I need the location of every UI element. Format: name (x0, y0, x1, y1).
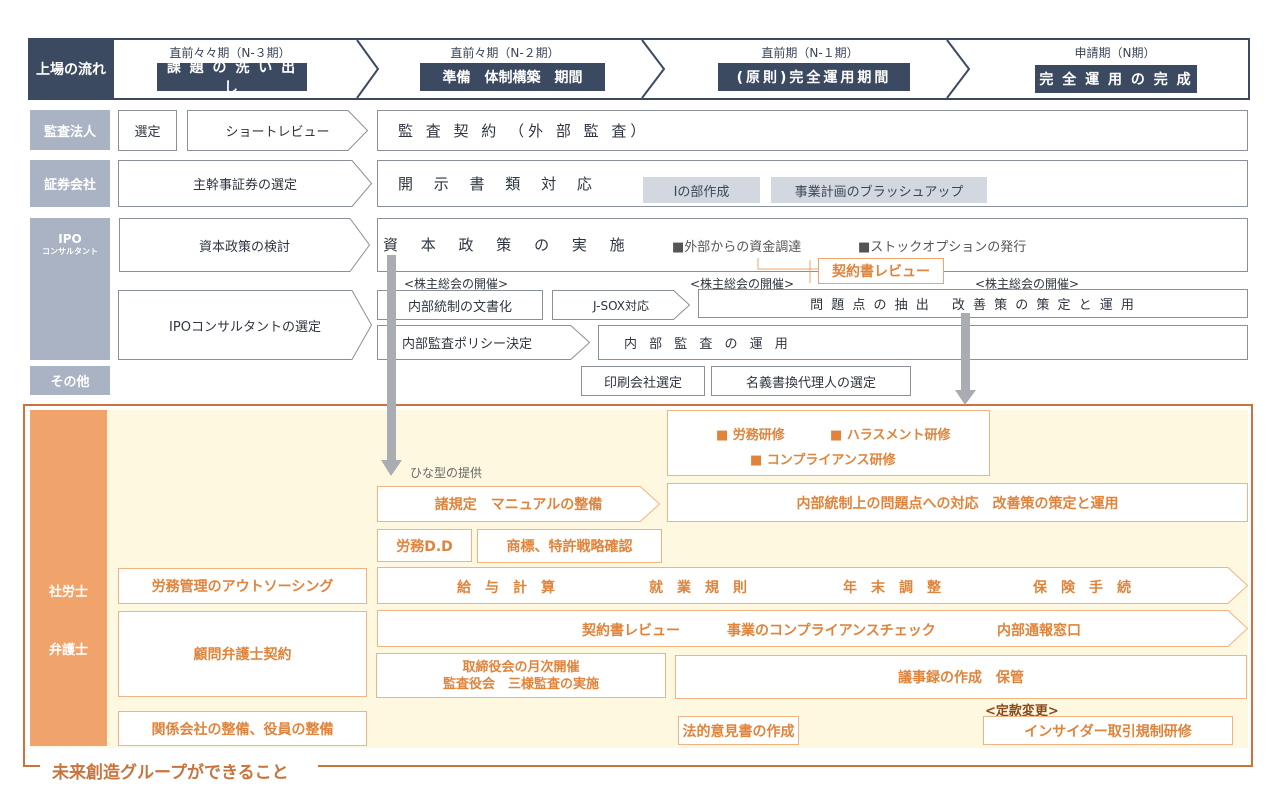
short-review-label: ショートレビュー (225, 125, 330, 140)
group-label-column (30, 410, 107, 746)
outsourcing-box: 労務管理のアウトソーシング (118, 568, 367, 604)
trademark-box: 商標、特許戦略確認 (477, 529, 662, 563)
issues-box: 問 題 点 の 抽 出 改 善 策 の 策 定 と 運 用 (698, 289, 1248, 318)
chevron-shape (377, 486, 661, 522)
capital-policy-impl-box (377, 218, 1248, 272)
phase-period: 申請期（N期） (1074, 45, 1156, 60)
audit-policy-chevron: 内部監査ポリシー決定 (377, 325, 591, 360)
group-title: 未来創造グループができること (48, 758, 293, 783)
label-lawyer: 弁護士 (48, 642, 88, 658)
arrow-down-template (387, 255, 396, 460)
capital-policy-review-chevron: 資本政策の検討 (119, 218, 371, 272)
ic-documentation-box: 内部統制の文書化 (377, 290, 543, 320)
phase-theme: 準備 体制構築 期間 (420, 63, 605, 91)
stock-option-item: ■ストックオプションの発行 (858, 240, 1027, 255)
legal-opinion-box: 法的意見書の作成 (678, 716, 799, 745)
labor-task: 保 険 手 続 (1033, 580, 1131, 596)
insider-training-box: インサイダー取引規制研修 (983, 716, 1233, 745)
legal-task: 契約書レビュー (582, 623, 680, 639)
row-label-securities: 証券会社 (30, 160, 110, 207)
labor-task: 就 業 規 則 (649, 580, 747, 596)
bizplan-pill: 事業計画のブラッシュアップ (771, 177, 987, 203)
phase-band (112, 38, 1250, 100)
printing-box: 印刷会社選定 (581, 366, 705, 396)
audit-policy-label: 内部監査ポリシー決定 (402, 337, 533, 352)
short-review-chevron: ショートレビュー (187, 110, 369, 151)
agm-note-3: <株主総会の開催> (975, 277, 1080, 291)
minutes-box: 議事録の作成 保管 (675, 655, 1247, 699)
chevron-shape (118, 160, 373, 207)
chevron-shape (187, 110, 369, 151)
lead-underwriter-label: 主幹事証券の選定 (192, 178, 297, 193)
rules-label: 諸規定 マニュアルの整備 (434, 497, 603, 513)
legal-tasks-chevron: 契約書レビュー 事業のコンプライアンスチェック 内部通報窓口 (377, 610, 1249, 647)
labor-task: 年 末 調 整 (843, 580, 941, 596)
bracket-connector (757, 258, 818, 283)
phase-theme: (原則)完全運用期間 (718, 63, 910, 91)
chevron-shape (119, 218, 371, 272)
chevron-shape (377, 325, 591, 360)
jsox-chevron: J-SOX対応 (552, 290, 691, 320)
lead-underwriter-chevron: 主幹事証券の選定 (118, 160, 373, 207)
capital-policy-impl-label: 資 本 政 策 の 実 施 (383, 236, 634, 254)
audit-contract-box: 監 査 契 約 （外 部 監 査） (377, 110, 1248, 151)
agm-note-2: <株主総会の開催> (690, 277, 795, 291)
legal-task: 内部通報窓口 (997, 623, 1081, 639)
ic-issues-box: 内部統制上の問題点への対応 改善策の策定と運用 (667, 483, 1248, 522)
rules-chevron: 諸規定 マニュアルの整備 (377, 486, 661, 522)
internal-audit-ops-box: 内 部 監 査 の 運 用 (598, 325, 1248, 360)
template-note: ひな型の提供 (410, 466, 483, 480)
capital-policy-review-label: 資本政策の検討 (198, 239, 290, 255)
training-harassment: ■ ハラスメント研修 (830, 428, 951, 443)
labor-tasks-chevron: 給 与 計 算 就 業 規 則 年 末 調 整 保 険 手 続 (377, 567, 1249, 604)
consultant-select-label: IPOコンサルタントの選定 (169, 319, 321, 335)
labor-dd-box: 労務D.D (377, 529, 472, 562)
affiliates-box: 関係会社の整備、役員の整備 (118, 711, 367, 746)
arrow-down-issues (961, 313, 970, 390)
legal-task: 事業のコンプライアンスチェック (727, 623, 936, 639)
phase-period: 直前々々期（N-３期） (169, 45, 291, 60)
label-sharoushi: 社労士 (48, 584, 88, 600)
label-ipo: IPO (58, 232, 82, 246)
agm-note-1: <株主総会の開催> (404, 277, 509, 291)
labor-task: 給 与 計 算 (457, 580, 555, 596)
flow-label: 上場の流れ (28, 38, 114, 100)
row-label-ipo-consultant: IPO コンサルタント (30, 218, 110, 360)
phase-period: 直前々期（N-２期） (450, 45, 560, 60)
training-compliance: ■ コンプライアンス研修 (750, 453, 896, 468)
funding-item: ■外部からの資金調達 (672, 240, 802, 255)
phase-theme: 完 全 運 用 の 完 成 (1035, 65, 1197, 93)
chevron-shape (118, 290, 373, 360)
label-consultant: コンサルタント (42, 247, 98, 256)
advisor-contract-box: 顧問弁護士契約 (118, 611, 367, 697)
jsox-label: J-SOX対応 (593, 298, 649, 313)
articles-note: <定款変更> (985, 704, 1059, 719)
audit-select-box: 選定 (118, 110, 177, 151)
consultant-select-chevron: IPOコンサルタントの選定 (118, 290, 373, 360)
contract-review-tag: 契約書レビュー (818, 258, 944, 284)
training-box: ■ 労務研修 ■ ハラスメント研修 ■ コンプライアンス研修 (667, 410, 990, 476)
board-box: 取締役会の月次開催 監査役会 三様監査の実施 (376, 653, 666, 698)
chevron-shape (377, 567, 1249, 604)
transfer-agent-box: 名義書換代理人の選定 (711, 366, 911, 396)
row-label-audit-firm: 監査法人 (30, 110, 110, 150)
chevron-shape (377, 610, 1249, 647)
phase-theme: 課 題 の 洗 い 出 し (157, 60, 307, 96)
board-line-1: 取締役会の月次開催 (462, 660, 580, 675)
training-labor: ■ 労務研修 (716, 428, 785, 443)
row-label-other: その他 (30, 366, 110, 395)
phase-separators (356, 40, 971, 98)
chevron-shape (552, 290, 691, 320)
board-line-2: 監査役会 三様監査の実施 (442, 677, 599, 692)
part1-pill: Ⅰの部作成 (643, 177, 760, 203)
phase-period: 直前期（N-１期） (761, 45, 859, 60)
